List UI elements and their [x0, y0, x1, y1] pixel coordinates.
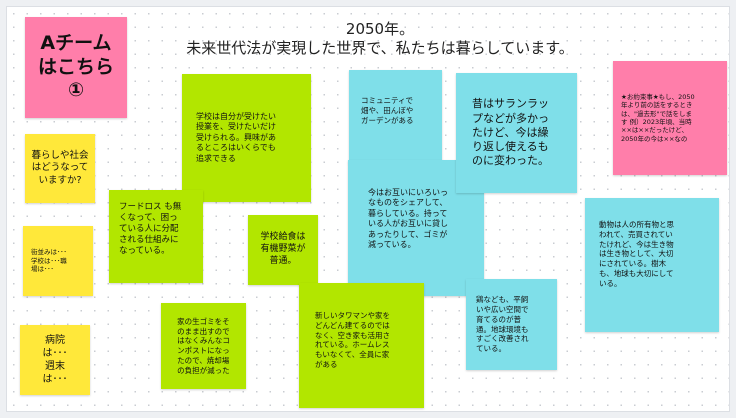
- sticky-note-animals[interactable]: 動物は人の所有物と思 われて、売買されてい たけれど、今は生き物 は生き物として…: [585, 198, 719, 332]
- sticky-note-community[interactable]: コミュニティで 畑や、田んぼや ガーデンがある: [349, 70, 442, 165]
- title-line-1: 2050年。: [345, 20, 415, 38]
- sticky-note-chicken[interactable]: 鶏なども、平飼 いや広い空間で 育てるのが普 通。地球環境も すごく改善され て…: [466, 279, 557, 370]
- sticky-note-wrap[interactable]: 昔はサランラッ プなどが多かっ たけど、今は繰 り返し使えるも のに変わった。: [456, 73, 577, 193]
- sticky-note-lunch[interactable]: 学校給食は 有機野菜が 普通。: [248, 215, 318, 285]
- sticky-note-housing[interactable]: 新しいタワマンや家を どんどん建てるのでは なく、空き家も活用さ れている。ホー…: [299, 283, 424, 408]
- sticky-note-compost[interactable]: 家の生ゴミをそ のまま出すので はなくみんなコ ンポストになっ たので、焼却場 …: [161, 303, 246, 389]
- board-title: 2050年。 未来世代法が実現した世界で、私たちは暮らしています。: [170, 20, 590, 58]
- title-line-2: 未来世代法が実現した世界で、私たちは暮らしています。: [186, 38, 574, 57]
- sticky-note-hospital[interactable]: 病院 は･･･ 週末 は･･･: [20, 325, 90, 395]
- sticky-note-school[interactable]: 学校は自分が受けたい 授業を、受けたいだけ 受けられる。興味があ るところはいく…: [182, 74, 311, 202]
- sticky-note-team[interactable]: Aチーム はこちら ①: [25, 17, 127, 118]
- sticky-note-foodloss[interactable]: フードロス も無 くなって、困っ ている人に分配 される仕組みに なっている。: [109, 190, 203, 283]
- sticky-note-town[interactable]: 街並みは･･･ 学校は･･･職 場は･･･: [23, 226, 93, 296]
- sticky-note-question[interactable]: 暮らしや社会 はどうなって いますか?: [25, 134, 95, 203]
- sticky-note-rules[interactable]: ★お約束事★もし、2050 年より前の話をするとき は、"過去形"で話をしま す…: [613, 61, 727, 175]
